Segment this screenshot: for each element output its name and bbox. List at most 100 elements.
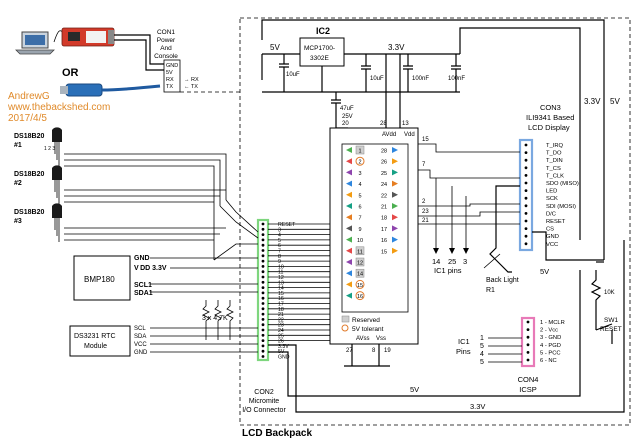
pullup-resistor [226,300,234,340]
ic1-pin-num: 25 [448,257,456,266]
con4-pin-label: 1 - MCLR [540,320,565,326]
or-label: OR [62,67,79,79]
con3-pin-dot [524,234,528,238]
pic-pin-arrow [346,214,352,221]
con3-pin-label: CS [546,227,554,233]
con2-label-line: CON2 [254,389,274,396]
con2-pin-dot [261,265,265,268]
sensor-leads [54,142,60,166]
pic-5v-ring [355,291,365,301]
pic-to-con3-wire [418,203,520,207]
con3-pin-label: LED [546,189,557,195]
bmp180-pin: SCL1 [134,282,152,289]
pic-extra-pin: 23 [422,209,429,215]
bottom-5v-rail [268,270,581,397]
con2-pin-dot [261,243,265,247]
pic-5v-ring [355,156,365,166]
v33-rail-right [459,27,581,240]
c3-label: 100nF [412,76,429,82]
con2-pin-label: 22 [278,317,284,323]
pic-pin-right: 28 [381,149,387,155]
con3-pin-label: VCC [546,242,558,248]
con4-label-line: ICSP [519,385,537,394]
pic-reserved-box [355,145,365,155]
con1-header [163,59,181,93]
con4-pin-label: 2 - Vcc [540,328,558,334]
con3-label-line: LCD Display [528,123,570,132]
pic-gnd-pins [351,344,380,366]
ic2-part: MCP1700- [304,45,335,52]
con2-pin-label: 18 [278,307,284,313]
con2-pin-dot [261,233,265,237]
pic-pin-arrow [346,247,352,254]
con2-pin-label: RESET [278,222,296,228]
con3-5v-label: 5V [540,267,549,276]
con3-header [518,138,534,252]
con4-ic1-pin: 1 [480,335,484,342]
con2-pin-dot [261,355,265,358]
pic-pin-arrow [346,147,352,153]
pic-pin-left: 16 [357,294,363,300]
con3-pin-label: D/C [546,211,556,217]
reset-switch-label: SW1 [604,317,618,324]
pic-bottom-label: AVss [356,336,370,342]
pic-to-con3-wire [418,169,520,179]
con4-pin-label: 4 - PGD [540,343,561,349]
rtc-pin: SCL [134,326,146,332]
ic1-pin-num: 3 [463,257,467,266]
sensor1-wires [64,153,227,260]
diagram-title: LCD Backpack [242,428,312,439]
bmp180-pin: V DD 3.3V [134,265,167,272]
v5-right-label: 5V [610,97,620,106]
con3-pin-dot [524,174,528,177]
con3-pin-label: SDO (MISO) [546,181,579,187]
pic-to-con3-wire [418,143,520,153]
pic-pin-arrow [392,247,398,254]
con2-pin-label: 3 [278,227,281,233]
pic-pin-arrow [346,158,352,165]
bmp180-module [73,255,131,301]
sensor-to-con2-wires [213,199,259,261]
rtc-pin: VCC [134,342,147,348]
rtc-module [69,325,131,357]
bmp180-wires [150,257,258,293]
pic-pin-right: 18 [381,216,387,222]
bottom-5v-label: 5V [410,385,419,394]
sensor-name: DS18B20 [14,171,44,178]
pic-pin-left: 2 [358,160,361,166]
pic-pin-right: 21 [381,205,387,211]
legend-reserved: Reserved [352,317,380,324]
con1-pin: RX [166,77,174,83]
con4-pin-dot [526,358,530,362]
con3-pin-label: T_CLK [546,173,564,179]
con3-pin-dot [524,158,528,162]
ic1-pin-wires [435,178,467,252]
con2-pin-label: 21 [278,312,284,318]
con2-pin-label: GND [278,355,290,361]
pic-pin-arrow [346,236,352,243]
con4-ic1-pin: 5 [480,359,484,366]
ic2-part: 3302E [310,55,329,62]
con2-header [256,218,270,362]
pic-pin-right: 25 [381,171,387,177]
reset-resistor [590,270,602,316]
pic-pin-arrow [346,203,352,209]
pic-pin-right: 17 [381,227,387,233]
con2-pin-label: 12 [278,275,284,281]
sensor-number: #1 [14,142,22,149]
con2-pin-dot [261,254,265,258]
pic-pin-left: 5 [358,193,361,199]
v5-rail-label: 5V [270,43,280,52]
con2-pin-dot [261,222,265,226]
watermark-author: AndrewG [8,91,50,102]
con3-pin-dot [524,189,528,193]
con2-pin-dot [261,302,265,305]
con2-pin-label: 13 [278,280,284,286]
pic-to-con3-wire [418,211,520,217]
pic-pin-right: 26 [381,160,387,166]
c5-capacitor [331,92,348,129]
sensor3-wires [64,227,226,241]
